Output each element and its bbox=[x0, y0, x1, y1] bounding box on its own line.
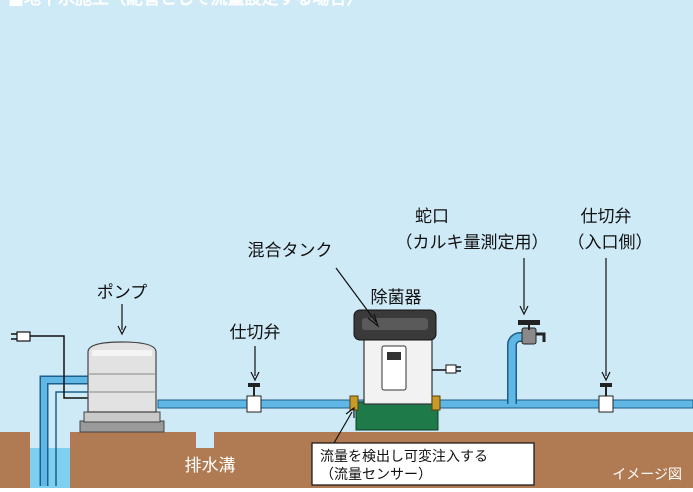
valve-body bbox=[246, 395, 262, 413]
well-pipe-inner bbox=[55, 391, 92, 486]
flow-sensor-arrowhead bbox=[345, 406, 355, 418]
faucet-body bbox=[521, 327, 537, 345]
sterilizer-label: 除菌器 bbox=[371, 288, 422, 308]
faucet-riser-pipe bbox=[508, 333, 528, 404]
valve-inlet-label-line2: （入口側） bbox=[568, 233, 653, 253]
pump-body bbox=[87, 341, 157, 413]
unit-display bbox=[387, 352, 401, 360]
pump-label: ポンプ bbox=[97, 283, 148, 303]
inlet-valve-body bbox=[598, 395, 614, 413]
mixing-tank-pointer bbox=[335, 267, 377, 323]
gate-valve-inlet bbox=[598, 383, 614, 413]
faucet bbox=[518, 320, 546, 345]
plug-icon bbox=[16, 331, 31, 342]
gate-valve-mid bbox=[246, 383, 262, 413]
faucet-handle bbox=[518, 320, 540, 325]
faucet-spout bbox=[536, 332, 546, 342]
mixing-tank-label: 混合タンク bbox=[248, 241, 333, 261]
flow-sensor-pointer bbox=[333, 411, 353, 444]
faucet-label-line2: （カルキ量測定用） bbox=[396, 233, 549, 253]
well-pipe bbox=[41, 377, 92, 486]
sterilizer-unit bbox=[349, 309, 441, 431]
pump-stand bbox=[83, 411, 161, 423]
valve-inlet-arrowhead bbox=[601, 371, 611, 382]
image-note: イメージ図 bbox=[612, 467, 682, 483]
unit-plug-icon bbox=[445, 364, 457, 374]
drain-trench bbox=[196, 432, 214, 448]
faucet-arrowhead bbox=[519, 305, 529, 316]
valve-handle bbox=[248, 383, 260, 387]
outlet-fitting bbox=[431, 395, 441, 411]
drain-label: 排水溝 bbox=[185, 456, 236, 476]
flow-sensor-text-line1: 流量を検出し可変注入する bbox=[320, 448, 488, 465]
diagram-title: ■地下水施工（配管として流量設定する場合） bbox=[8, 0, 364, 9]
lid-inset bbox=[362, 318, 428, 330]
flow-sensor-callout bbox=[311, 442, 535, 486]
faucet-label-line1: 蛇口 bbox=[415, 207, 449, 227]
well-water bbox=[30, 448, 70, 488]
pump bbox=[79, 341, 165, 433]
flow-sensor-text-line2: （流量センサー） bbox=[320, 467, 432, 483]
pump-label-arrowhead bbox=[117, 325, 127, 336]
mixing-tank-arrowhead bbox=[367, 313, 380, 328]
inlet-valve-handle bbox=[600, 383, 612, 387]
pump-cord bbox=[30, 335, 92, 399]
valve-mid-arrowhead bbox=[250, 371, 260, 382]
unit-green-base bbox=[355, 401, 439, 431]
valve-inlet-label-line1: 仕切弁 bbox=[581, 207, 632, 227]
valve-mid-label: 仕切弁 bbox=[230, 323, 281, 343]
pump-base bbox=[79, 420, 165, 433]
pump-highlight bbox=[92, 350, 152, 356]
